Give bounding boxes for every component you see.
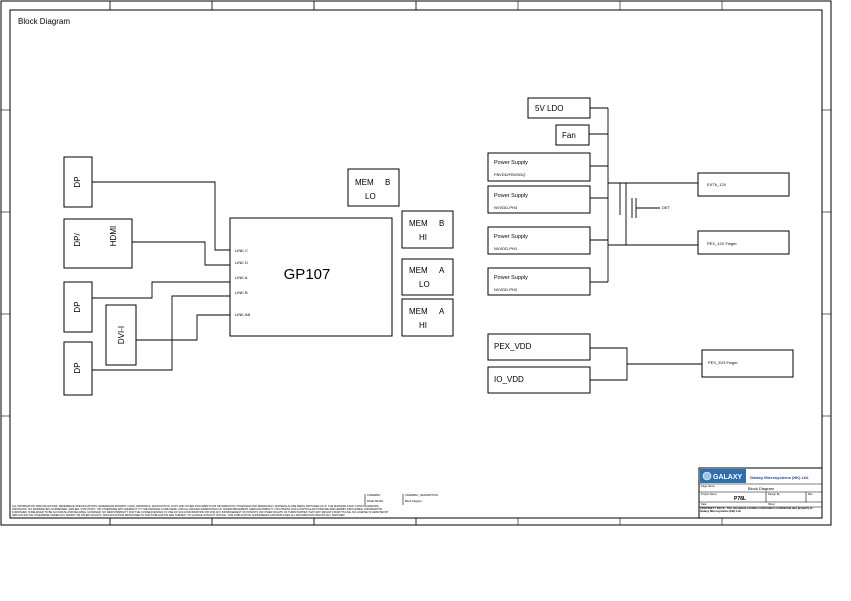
assembly-value: PAGE DETAIL — [367, 499, 384, 503]
connector-dvi: DVI-I — [105, 304, 137, 366]
gpu-port-link-d: LINK D — [235, 260, 248, 265]
io-vdd-label: IO_VDD — [494, 375, 524, 384]
power-supply-fbvdd-rail: FBVDD/FBVDDQ — [494, 172, 525, 177]
power-ldo-5v-label: 5V LDO — [535, 104, 563, 113]
project-name-label: Project Name — [701, 492, 717, 496]
memory-a-lo-half: LO — [419, 280, 430, 289]
company-name: Galaxy Microsystems (HK) Ltd. — [750, 475, 809, 480]
memory-b-lo-bank: B — [385, 178, 390, 187]
connector-dvi-label: DVI-I — [117, 326, 126, 344]
connector-dp-hdmi-label-a: DP/ — [73, 233, 82, 247]
gpu-port-link-a: LINK A — [235, 275, 248, 280]
power-supply-nvvdd-ph1-title: Power Supply — [494, 234, 528, 240]
ext6-12v-label: EXT6_12V — [707, 182, 727, 187]
date-label: Date — [701, 502, 707, 506]
gpu-name: GP107 — [284, 266, 331, 283]
gpu-port-link-b: LINK B — [235, 290, 248, 295]
power-supply-fbvdd-title: Power Supply — [494, 160, 528, 166]
power-wires — [589, 107, 702, 381]
project-name-value: P78L — [734, 496, 746, 502]
connector-dp-3-label: DP — [73, 362, 82, 373]
proprietary-note: PROPRIETY NOTE: This document contains i… — [700, 507, 813, 514]
pex-vdd: PEX_VDD — [487, 333, 591, 361]
memory-b-lo-name: MEM — [355, 178, 374, 187]
page-name-value: Block Diagram — [748, 486, 775, 491]
memory-a-hi-name: MEM — [409, 307, 428, 316]
connector-dp-1: DP — [63, 156, 93, 208]
memory-b-hi-half: HI — [419, 233, 427, 242]
power-supply-nvvdd-ph2-rail: NVVDD-PH2 — [494, 287, 518, 292]
memory-a-hi-bank: A — [439, 307, 445, 316]
proprietary-note-block: PROPRIETY NOTE: This document contains i… — [700, 507, 813, 514]
sheet-label: Sheet — [768, 502, 775, 506]
pex-12v-finger-label: PEX_12V Finger — [707, 241, 737, 246]
galaxy-logo — [700, 469, 746, 483]
memory-b-hi-bank: B — [439, 219, 444, 228]
pex-3v3-finger: PEX_3V3 Finger — [701, 349, 794, 378]
assembly-description-label: ASSEMBLY_DESCRIPTION — [405, 493, 438, 497]
memory-b-hi: MEM B HI — [401, 210, 454, 249]
power-fan: Fan — [555, 124, 590, 146]
connector-dp-1-label: DP — [73, 176, 82, 187]
power-supply-nvvdd-ph2-title: Power Supply — [494, 275, 528, 281]
memory-b-hi-name: MEM — [409, 219, 428, 228]
power-fan-label: Fan — [562, 131, 576, 140]
power-ldo-5v: 5V LDO — [527, 97, 591, 119]
connector-dp-2: DP — [63, 281, 93, 333]
frame-ticks — [1, 1, 831, 525]
gpu-block: GP107 LINK C LINK D LINK A LINK B LINK A… — [229, 217, 393, 337]
pex-12v-finger: PEX_12V Finger — [697, 230, 790, 255]
memory-a-hi: MEM A HI — [401, 298, 454, 337]
power-supply-nvvdd-ph3-title: Power Supply — [494, 193, 528, 199]
connector-dp-hdmi: DP/ HDMI — [63, 218, 133, 269]
det-label: DET — [662, 205, 671, 210]
gpu-port-link-c: LINK C — [235, 248, 248, 253]
title-block: GALAXY Galaxy Microsystems (HK) Ltd. Pag… — [698, 467, 823, 519]
galaxy-logo-icon — [702, 471, 712, 481]
gpu-port-link-ab: LINK AB — [235, 312, 250, 317]
page-name-label: Page Name — [701, 484, 715, 488]
io-vdd: IO_VDD — [487, 366, 591, 394]
pex-vdd-label: PEX_VDD — [494, 342, 532, 351]
power-supply-nvvdd-ph1: Power Supply NVVDD-PH1 — [487, 226, 591, 255]
power-supply-nvvdd-ph3-rail: NVVDD-PH3 — [494, 205, 518, 210]
connector-dp-3: DP — [63, 341, 93, 396]
memory-a-lo: MEM A LO — [401, 258, 454, 296]
connector-dp-2-label: DP — [73, 301, 82, 312]
signal-wires — [92, 181, 230, 371]
memory-a-hi-half: HI — [419, 321, 427, 330]
ext6-12v-connector: EXT6_12V — [697, 172, 790, 197]
connector-dp-hdmi-label-b: HDMI — [109, 226, 118, 246]
power-supply-fbvdd: Power Supply FBVDD/FBVDDQ — [487, 152, 591, 182]
power-supply-nvvdd-ph1-rail: NVVDD-PH1 — [494, 246, 518, 251]
assembly-description-value: Block Diagram — [405, 499, 422, 503]
memory-b-lo: MEM B LO — [347, 168, 400, 207]
rev-label: Rev — [808, 492, 813, 496]
disclaimer-text: ALL INFORMATION SPECIFICATIONS, REFERENC… — [12, 505, 389, 517]
power-supply-nvvdd-ph2: Power Supply NVVDD-PH2 — [487, 267, 591, 296]
sheet-title: Block Diagram — [18, 17, 70, 26]
pex-3v3-finger-label: PEX_3V3 Finger — [708, 360, 738, 365]
assembly-label: ASSEMBLY — [367, 493, 381, 497]
memory-b-lo-half: LO — [365, 192, 376, 201]
memory-a-lo-name: MEM — [409, 266, 428, 275]
disclaimer-block: ALL INFORMATION SPECIFICATIONS, REFERENC… — [12, 505, 389, 517]
galaxy-logo-text: GALAXY — [713, 474, 743, 481]
memory-a-lo-bank: A — [439, 266, 445, 275]
design-by-label: Design By — [768, 492, 781, 496]
power-supply-nvvdd-ph3: Power Supply NVVDD-PH3 — [487, 185, 591, 214]
